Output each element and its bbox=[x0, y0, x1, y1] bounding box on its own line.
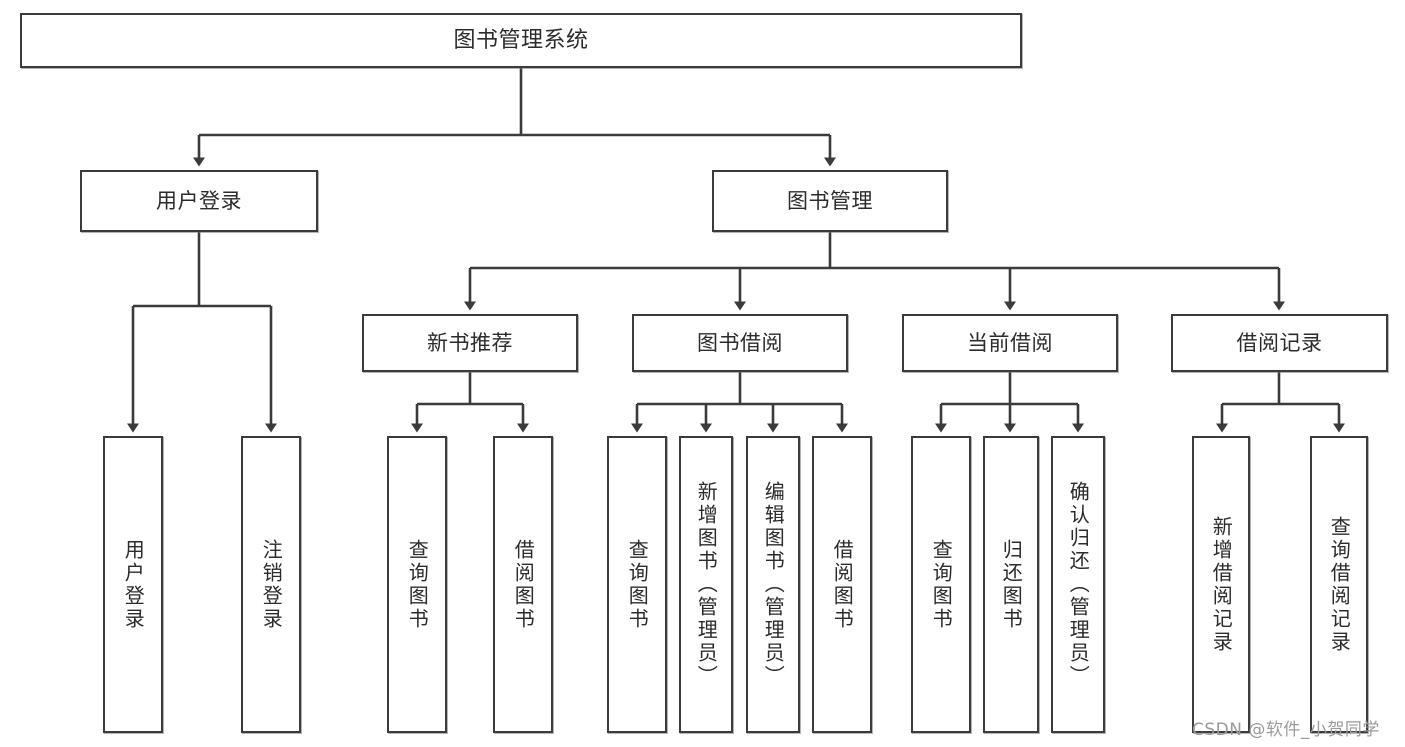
node-new-book-recommend[interactable]: 新书推荐 bbox=[362, 314, 578, 372]
node-label: 借阅图书 bbox=[830, 538, 855, 631]
node-label: 查询图书 bbox=[405, 538, 430, 631]
node-label: 当前借阅 bbox=[967, 330, 1053, 355]
leaf-return-book[interactable]: 归还图书 bbox=[983, 436, 1039, 733]
node-label: 借阅记录 bbox=[1236, 330, 1323, 355]
node-label: 新书推荐 bbox=[427, 330, 513, 355]
node-label: 归还图书 bbox=[999, 538, 1024, 631]
node-book-management[interactable]: 图书管理 bbox=[712, 170, 948, 232]
node-label: 借阅图书 bbox=[511, 538, 536, 631]
leaf-query-book-recommend[interactable]: 查询图书 bbox=[387, 436, 447, 733]
leaf-borrow-book-recommend[interactable]: 借阅图书 bbox=[493, 436, 553, 733]
node-label: 用户登录 bbox=[121, 538, 146, 631]
leaf-edit-book-admin[interactable]: 编辑图书（管理员） bbox=[746, 436, 800, 733]
node-label: 注销登录 bbox=[259, 538, 284, 631]
leaf-query-borrow-record[interactable]: 查询借阅记录 bbox=[1310, 436, 1368, 733]
node-label: 图书管理系统 bbox=[453, 27, 589, 53]
csdn-watermark: CSDN @软件_小贺同学 bbox=[1192, 720, 1380, 740]
node-label: 新增图书（管理员） bbox=[694, 481, 719, 688]
node-label: 图书借阅 bbox=[697, 330, 783, 355]
node-label: 查询图书 bbox=[625, 538, 650, 631]
leaf-logout[interactable]: 注销登录 bbox=[241, 436, 301, 733]
node-label: 查询借阅记录 bbox=[1327, 515, 1352, 654]
node-root-library-system[interactable]: 图书管理系统 bbox=[20, 13, 1022, 68]
node-label: 编辑图书（管理员） bbox=[761, 481, 786, 688]
node-user-login[interactable]: 用户登录 bbox=[80, 170, 318, 232]
leaf-borrow-book[interactable]: 借阅图书 bbox=[812, 436, 872, 733]
leaf-user-login[interactable]: 用户登录 bbox=[103, 436, 163, 733]
node-borrow-records[interactable]: 借阅记录 bbox=[1171, 314, 1388, 372]
node-book-borrow[interactable]: 图书借阅 bbox=[632, 314, 848, 372]
leaf-query-book-borrow[interactable]: 查询图书 bbox=[607, 436, 667, 733]
node-label: 图书管理 bbox=[787, 188, 873, 213]
leaf-confirm-return-admin[interactable]: 确认归还（管理员） bbox=[1051, 436, 1105, 733]
node-label: 查询图书 bbox=[929, 538, 954, 631]
node-current-borrow[interactable]: 当前借阅 bbox=[902, 314, 1118, 372]
leaf-add-borrow-record[interactable]: 新增借阅记录 bbox=[1192, 436, 1250, 733]
leaf-add-book-admin[interactable]: 新增图书（管理员） bbox=[679, 436, 733, 733]
node-label: 用户登录 bbox=[156, 188, 242, 213]
node-label: 新增借阅记录 bbox=[1209, 515, 1234, 654]
leaf-query-book-current[interactable]: 查询图书 bbox=[911, 436, 971, 733]
node-label: 确认归还（管理员） bbox=[1066, 481, 1091, 688]
